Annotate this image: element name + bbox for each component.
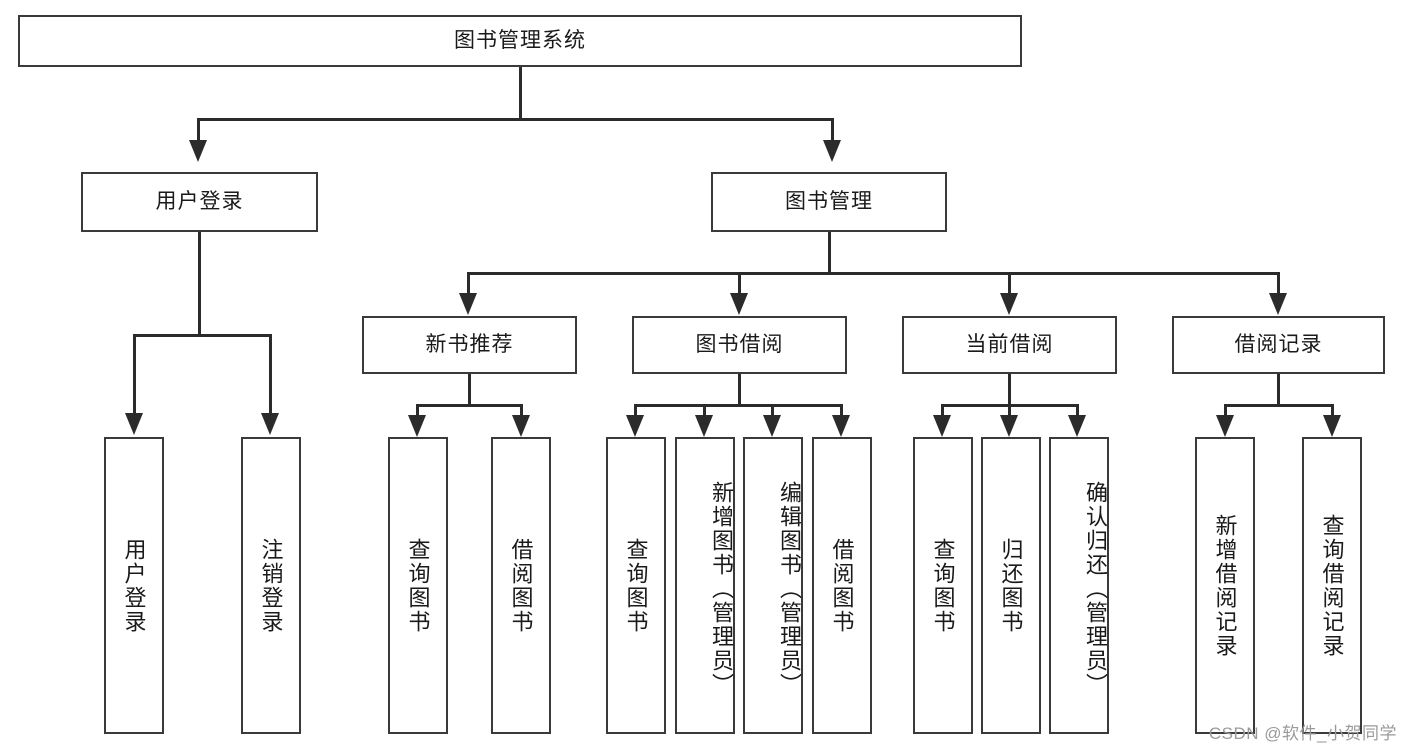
connector-new-book-recommend-stem xyxy=(468,374,471,406)
node-current-borrow-label: 当前借阅 xyxy=(965,333,1054,357)
arrow-to-current-borrow xyxy=(1000,293,1018,315)
connector-bb-drop-4 xyxy=(840,404,843,415)
connector-bb-drop-2 xyxy=(703,404,706,415)
node-user-login-label: 用户登录 xyxy=(155,190,244,214)
node-leaf-add-record-label: 新增借阅记录 xyxy=(1212,513,1238,658)
connector-level3-bus xyxy=(467,272,1280,275)
arrow-to-leaf-user-logout xyxy=(261,413,279,435)
connector-bb-drop-1 xyxy=(634,404,637,415)
arrow-to-leaf-add-record xyxy=(1216,415,1234,437)
arrow-to-leaf-add-book xyxy=(695,415,713,437)
node-leaf-borrow-book-2-label: 借阅图书 xyxy=(829,537,855,634)
node-leaf-add-book[interactable]: 新增图书（管理员） xyxy=(675,437,735,734)
connector-user-login-stem xyxy=(198,232,201,336)
node-leaf-query-book-3[interactable]: 查询图书 xyxy=(913,437,973,734)
connector-new-book-recommend-bus xyxy=(416,404,523,407)
connector-cb-drop-2 xyxy=(1008,404,1011,415)
arrow-to-leaf-query-book-2 xyxy=(626,415,644,437)
connector-level2-bus xyxy=(197,118,834,121)
arrow-to-borrow-record xyxy=(1269,293,1287,315)
arrow-to-leaf-edit-book xyxy=(763,415,781,437)
arrow-to-user-login xyxy=(189,140,207,162)
node-leaf-borrow-book-1[interactable]: 借阅图书 xyxy=(491,437,551,734)
node-book-borrow[interactable]: 图书借阅 xyxy=(632,316,847,374)
node-book-management-label: 图书管理 xyxy=(785,190,873,214)
node-user-login[interactable]: 用户登录 xyxy=(81,172,318,232)
node-leaf-query-book-1[interactable]: 查询图书 xyxy=(388,437,448,734)
node-leaf-edit-book-label: 编辑图书（管理员） xyxy=(777,480,802,697)
connector-nbr-drop-2 xyxy=(520,404,523,415)
node-root[interactable]: 图书管理系统 xyxy=(18,15,1022,67)
node-leaf-add-book-label: 新增图书（管理员） xyxy=(709,480,734,697)
node-leaf-user-login-label: 用户登录 xyxy=(121,537,147,634)
node-root-label: 图书管理系统 xyxy=(454,29,586,53)
connector-level3-drop-2 xyxy=(738,272,741,293)
connector-user-login-child2-drop xyxy=(269,334,272,413)
node-leaf-query-book-2-label: 查询图书 xyxy=(623,537,649,634)
node-leaf-add-record[interactable]: 新增借阅记录 xyxy=(1195,437,1255,734)
connector-level2-right-drop xyxy=(831,118,834,140)
connector-book-borrow-stem xyxy=(738,374,741,406)
node-leaf-borrow-book-1-label: 借阅图书 xyxy=(508,537,534,634)
node-book-borrow-label: 图书借阅 xyxy=(695,333,784,357)
node-leaf-user-logout[interactable]: 注销登录 xyxy=(241,437,301,734)
connector-level3-drop-3 xyxy=(1008,272,1011,293)
connector-level3-drop-4 xyxy=(1277,272,1280,293)
arrow-to-leaf-query-book-1 xyxy=(408,415,426,437)
connector-cb-drop-1 xyxy=(941,404,944,415)
arrow-to-book-management xyxy=(823,140,841,162)
node-borrow-record-label: 借阅记录 xyxy=(1234,333,1323,357)
connector-level2-left-drop xyxy=(197,118,200,140)
arrow-to-leaf-query-record xyxy=(1323,415,1341,437)
connector-current-borrow-stem xyxy=(1008,374,1011,406)
node-new-book-recommend-label: 新书推荐 xyxy=(425,333,514,357)
connector-user-login-child1-drop xyxy=(133,334,136,413)
node-leaf-query-book-1-label: 查询图书 xyxy=(405,537,431,634)
node-borrow-record[interactable]: 借阅记录 xyxy=(1172,316,1385,374)
arrow-to-leaf-return-book xyxy=(1000,415,1018,437)
node-leaf-user-logout-label: 注销登录 xyxy=(258,537,284,634)
node-leaf-user-login[interactable]: 用户登录 xyxy=(104,437,164,734)
arrow-to-leaf-borrow-book-1 xyxy=(512,415,530,437)
node-leaf-confirm-return[interactable]: 确认归还（管理员） xyxy=(1049,437,1109,734)
node-leaf-query-book-3-label: 查询图书 xyxy=(930,537,956,634)
node-leaf-query-record[interactable]: 查询借阅记录 xyxy=(1302,437,1362,734)
arrow-to-new-book-recommend xyxy=(459,293,477,315)
connector-borrow-record-bus xyxy=(1224,404,1334,407)
arrow-to-leaf-query-book-3 xyxy=(933,415,951,437)
connector-book-management-stem xyxy=(828,232,831,274)
arrow-to-leaf-borrow-book-2 xyxy=(832,415,850,437)
arrow-to-leaf-user-login xyxy=(125,413,143,435)
connector-br-drop-1 xyxy=(1224,404,1227,415)
connector-nbr-drop-1 xyxy=(416,404,419,415)
node-book-management[interactable]: 图书管理 xyxy=(711,172,947,232)
connector-book-borrow-bus xyxy=(634,404,843,407)
arrow-to-book-borrow xyxy=(730,293,748,315)
node-leaf-confirm-return-label: 确认归还（管理员） xyxy=(1083,480,1108,697)
node-leaf-edit-book[interactable]: 编辑图书（管理员） xyxy=(743,437,803,734)
node-leaf-query-record-label: 查询借阅记录 xyxy=(1319,513,1345,658)
node-leaf-query-book-2[interactable]: 查询图书 xyxy=(606,437,666,734)
watermark-text: CSDN @软件_小贺同学 xyxy=(1208,724,1397,743)
connector-br-drop-2 xyxy=(1331,404,1334,415)
arrow-to-leaf-confirm-return xyxy=(1068,415,1086,437)
connector-level3-drop-1 xyxy=(467,272,470,293)
node-leaf-return-book-label: 归还图书 xyxy=(998,537,1024,634)
connector-cb-drop-3 xyxy=(1076,404,1079,415)
node-new-book-recommend[interactable]: 新书推荐 xyxy=(362,316,577,374)
node-leaf-borrow-book-2[interactable]: 借阅图书 xyxy=(812,437,872,734)
connector-user-login-bus xyxy=(133,334,272,337)
node-current-borrow[interactable]: 当前借阅 xyxy=(902,316,1117,374)
node-leaf-return-book[interactable]: 归还图书 xyxy=(981,437,1041,734)
connector-borrow-record-stem xyxy=(1277,374,1280,406)
connector-bb-drop-3 xyxy=(771,404,774,415)
connector-root-stem xyxy=(519,67,522,120)
